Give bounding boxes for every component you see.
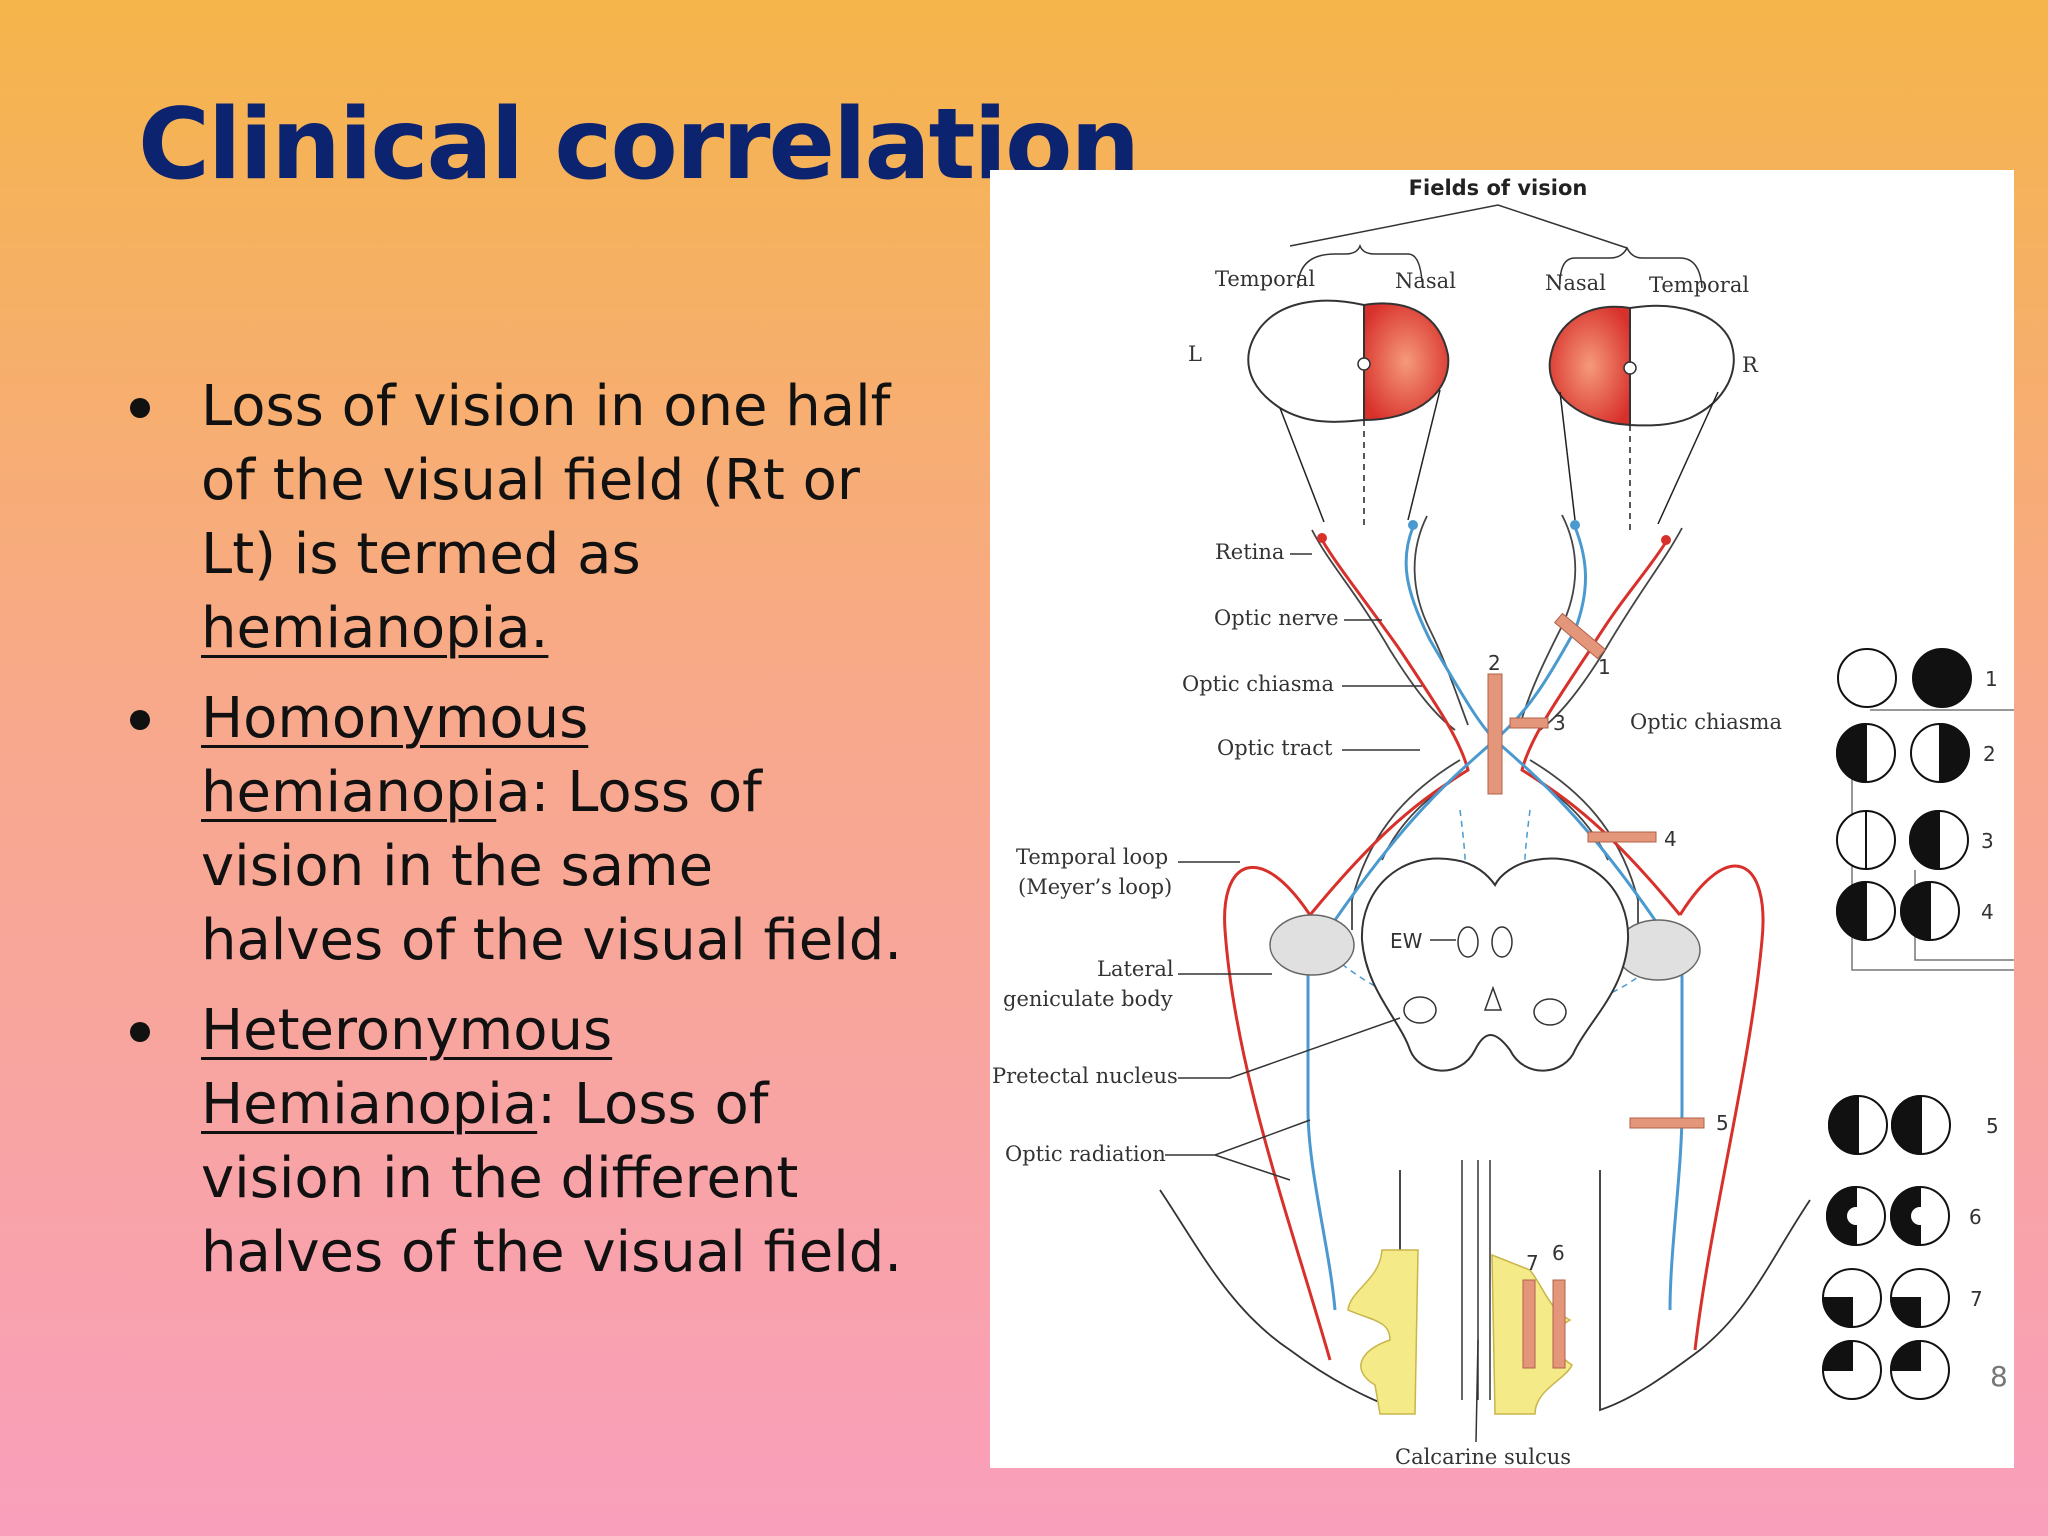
defect-number-7: 7 bbox=[1970, 1287, 1983, 1311]
visual-pathway-diagram: Fields of vision Temporal Nasal Nasal Te… bbox=[992, 176, 2014, 1468]
lesion-number-6: 6 bbox=[1552, 1241, 1565, 1265]
optic-chiasma-right-label: Optic chiasma bbox=[1630, 710, 1782, 734]
right-temporal-label: Temporal bbox=[1649, 273, 1749, 297]
left-field-brace bbox=[1297, 243, 1423, 289]
ew-label: EW bbox=[1390, 929, 1423, 953]
left-eye-field bbox=[1247, 299, 1450, 423]
optic-nerve-label: Optic nerve bbox=[1214, 606, 1339, 630]
bullet-dot bbox=[130, 398, 150, 418]
temporal-loop-label: Temporal loop bbox=[1016, 845, 1168, 869]
bullet-term: Heteronymous Hemianopia bbox=[201, 998, 613, 1137]
bullet-item-hemianopia: Loss of vision in one half of the visual… bbox=[120, 370, 910, 666]
lesion-number-1: 1 bbox=[1598, 655, 1611, 679]
meyers-loop-label: (Meyer’s loop) bbox=[1018, 875, 1172, 899]
retina-label: Retina bbox=[1215, 540, 1284, 564]
lesion-markers bbox=[1487, 612, 1705, 1369]
bullet-text: : Loss of vision in the different halves… bbox=[201, 1072, 903, 1285]
defect-number-1: 1 bbox=[1985, 667, 1998, 691]
optic-chiasma-label: Optic chiasma bbox=[1182, 672, 1334, 696]
light-rays bbox=[1279, 389, 1719, 530]
field-defect-chart bbox=[1821, 648, 1972, 1400]
aqueduct bbox=[1483, 985, 1503, 1011]
left-temporal-label: Temporal bbox=[1215, 267, 1315, 291]
temporal-fiber-pathway bbox=[1223, 539, 1765, 1361]
geniculate-body-label: geniculate body bbox=[1003, 987, 1173, 1011]
bullet-term: Homonymous hemianopi bbox=[201, 686, 589, 825]
midbrain-section bbox=[1360, 857, 1630, 1072]
bullet-list: Loss of vision in one half of the visual… bbox=[120, 370, 910, 1306]
bullet-item-homonymous: Homonymous hemianopia: Loss of vision in… bbox=[120, 682, 910, 978]
figure-heading: Fields of vision bbox=[1409, 176, 1588, 200]
visual-pathway-figure: Fields of vision Temporal Nasal Nasal Te… bbox=[990, 170, 2014, 1468]
lesion-number-5: 5 bbox=[1716, 1111, 1729, 1135]
pretectal-nucleus-label: Pretectal nucleus bbox=[992, 1064, 1178, 1088]
lateral-label: Lateral bbox=[1097, 957, 1174, 981]
defect-number-6: 6 bbox=[1969, 1205, 1982, 1229]
label-leaders bbox=[1165, 553, 1422, 1181]
lesion-number-7: 7 bbox=[1526, 1251, 1539, 1275]
bullet-text: a: Loss of vision in the same halves of … bbox=[201, 760, 903, 973]
lesion-number-4: 4 bbox=[1664, 827, 1677, 851]
bullet-item-heteronymous: Heteronymous Hemianopia: Loss of vision … bbox=[120, 994, 910, 1290]
defect-number-4: 4 bbox=[1981, 900, 1994, 924]
right-nasal-label: Nasal bbox=[1545, 271, 1606, 295]
optic-radiation-label: Optic radiation bbox=[1005, 1142, 1166, 1166]
edinger-westphal-nuclei bbox=[1403, 926, 1567, 1026]
defect-number-8: 8 bbox=[1990, 1360, 2008, 1393]
left-lateral-geniculate-body bbox=[1269, 914, 1355, 976]
left-visual-cortex bbox=[1347, 1249, 1419, 1415]
left-occipital-outline bbox=[1159, 1170, 1401, 1412]
lesion-number-2: 2 bbox=[1488, 651, 1501, 675]
defect-number-2: 2 bbox=[1983, 742, 1996, 766]
heading-bracket bbox=[1289, 204, 1628, 249]
bullet-dot bbox=[130, 710, 150, 730]
right-eye-field bbox=[1548, 304, 1735, 427]
defect-number-3: 3 bbox=[1981, 829, 1994, 853]
defect-number-5: 5 bbox=[1986, 1114, 1999, 1138]
calcarine-sulcus-label: Calcarine sulcus bbox=[1395, 1445, 1571, 1468]
right-field-brace bbox=[1559, 246, 1703, 289]
right-eye-letter: R bbox=[1742, 353, 1759, 377]
bullet-term: hemianopia. bbox=[201, 596, 549, 661]
left-eye-letter: L bbox=[1188, 342, 1202, 366]
lesion-number-3: 3 bbox=[1553, 711, 1566, 735]
optic-tract-label: Optic tract bbox=[1217, 736, 1333, 760]
slide-title: Clinical correlation bbox=[138, 88, 1140, 202]
right-occipital-outline bbox=[1599, 1170, 1811, 1412]
bullet-text: Loss of vision in one half of the visual… bbox=[201, 374, 891, 587]
left-nasal-label: Nasal bbox=[1395, 269, 1456, 293]
midline bbox=[1461, 1160, 1491, 1400]
bullet-dot bbox=[130, 1022, 150, 1042]
